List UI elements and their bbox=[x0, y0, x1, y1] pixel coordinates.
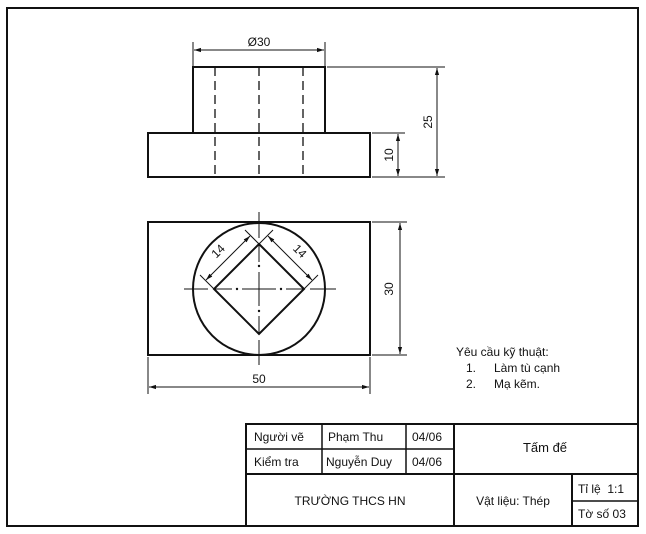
plan-dim-square-right bbox=[258, 229, 319, 290]
front-view bbox=[147, 42, 445, 178]
tb-drawn-by-label: Người vẽ bbox=[254, 430, 304, 444]
front-dim-base-height bbox=[372, 132, 405, 176]
requirement-1-text: Làm tù cạnh bbox=[494, 361, 560, 375]
requirement-2-num: 2. bbox=[466, 377, 476, 391]
front-base-outline bbox=[147, 132, 371, 178]
front-dim-total-height bbox=[327, 66, 445, 178]
plan-dim-width-label: 50 bbox=[252, 372, 266, 386]
tb-material: Vật liệu: Thép bbox=[476, 494, 550, 508]
plan-center-dots bbox=[235, 264, 283, 313]
tb-part-name: Tấm đế bbox=[523, 440, 568, 455]
plan-view bbox=[147, 212, 407, 394]
tb-scale: Tỉ lệ 1:1 bbox=[578, 482, 624, 496]
requirement-1-num: 1. bbox=[466, 361, 476, 375]
tb-drawn-by-name: Phạm Thu bbox=[328, 430, 383, 444]
plan-dim-height bbox=[372, 221, 407, 356]
front-dim-base-height-label: 10 bbox=[382, 148, 396, 162]
tb-checked-label: Kiểm tra bbox=[254, 455, 299, 469]
front-dim-diameter bbox=[192, 42, 326, 66]
front-dim-total-height-label: 25 bbox=[421, 115, 435, 129]
requirement-2-text: Mạ kẽm. bbox=[494, 377, 540, 391]
plan-dim-width bbox=[147, 357, 371, 394]
requirements-title: Yêu cầu kỹ thuật: bbox=[456, 345, 549, 359]
front-hidden-lines bbox=[214, 67, 304, 177]
plan-dim-square-left bbox=[199, 229, 260, 290]
front-dim-diameter-label: Ø30 bbox=[248, 35, 271, 49]
title-block bbox=[245, 423, 639, 527]
tb-drawn-date: 04/06 bbox=[412, 430, 442, 444]
tb-checked-name: Nguyễn Duy bbox=[326, 454, 392, 469]
tb-sheet: Tờ số 03 bbox=[578, 507, 626, 521]
plan-center-lines bbox=[184, 212, 336, 365]
plan-dim-height-label: 30 bbox=[382, 282, 396, 296]
tb-school: TRƯỜNG THCS HN bbox=[295, 493, 406, 508]
tb-checked-date: 04/06 bbox=[412, 455, 442, 469]
